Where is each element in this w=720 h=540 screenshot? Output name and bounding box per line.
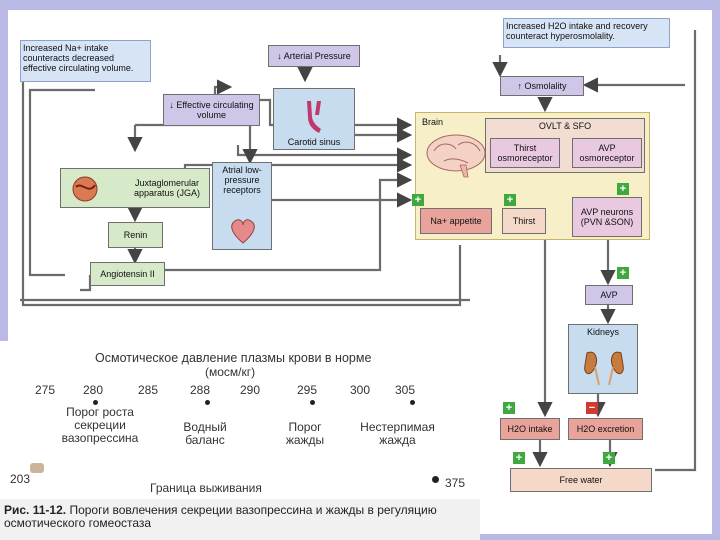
plus-sign: + (617, 183, 629, 195)
tick-label: 285 (138, 383, 159, 397)
carotid-sinus-label: Carotid sinus (287, 137, 341, 147)
renin-box: Renin (108, 222, 163, 248)
figure-caption: Рис. 11-12. Пороги вовлечения секреции в… (4, 504, 474, 530)
plus-sign: + (503, 402, 515, 414)
tick-label: 288 (190, 383, 211, 397)
jga-label: Juxtaglomerular apparatus (JGA) (133, 178, 201, 198)
tick-label: 300 (350, 383, 371, 397)
osmolality-box: ↑ Osmolality (500, 76, 584, 96)
minus-sign: − (586, 402, 598, 414)
survival-min: 203 (10, 472, 31, 486)
marker-dot (93, 400, 98, 405)
label-porog-rosta: Порог роста секреции вазопрессина (61, 405, 139, 445)
marker-dot (310, 400, 315, 405)
plus-sign: + (513, 452, 525, 464)
plus-sign: + (504, 194, 516, 206)
note-na-intake: Increased Na+ intake counteracts decreas… (20, 40, 151, 82)
jga-icon (72, 176, 98, 202)
thirst-osmoreceptor-box: Thirst osmoreceptor (490, 138, 560, 168)
caption-text: Пороги вовлечения секреции вазопрессина … (4, 503, 437, 530)
tick-label: 275 (35, 383, 56, 397)
tick-label: 295 (297, 383, 318, 397)
carotid-sinus-box: Carotid sinus (273, 88, 355, 150)
thirst-box: Thirst (502, 208, 546, 234)
survival-label: Граница выживания (150, 481, 262, 495)
osmolality-table: Осмотическое давление плазмы крови в нор… (0, 341, 480, 540)
kidneys-box: Kidneys (568, 324, 638, 394)
kidneys-icon (584, 351, 624, 386)
label-vodny-balans: Водный баланс (183, 420, 227, 447)
carotid-artery-icon (307, 101, 321, 133)
table-title-line1: Осмотическое давление плазмы крови в нор… (95, 351, 372, 365)
atrial-receptors-label: Atrial low-pressure receptors (222, 165, 262, 195)
marker-dot (205, 400, 210, 405)
na-appetite-box: Na+ appetite (420, 208, 492, 234)
caption-label: Рис. 11-12. (4, 503, 67, 517)
plus-sign: + (412, 194, 424, 206)
heart-icon (231, 219, 255, 244)
tick-label: 280 (83, 383, 104, 397)
tick-label: 290 (240, 383, 261, 397)
brain-icon (426, 134, 486, 178)
tick-label: 305 (395, 383, 416, 397)
atrial-receptors-box: Atrial low-pressure receptors (212, 162, 272, 250)
survival-max: 375 (445, 476, 466, 490)
h2o-excretion-box: H2O excretion (568, 418, 643, 440)
plus-sign: + (603, 452, 615, 464)
avp-neurons-box: AVP neurons (PVN &SON) (572, 197, 642, 237)
note-h2o-intake: Increased H2O intake and recovery counte… (503, 18, 670, 48)
avp-osmoreceptor-box: AVP osmoreceptor (572, 138, 642, 168)
pointer-hand-icon (30, 463, 44, 473)
free-water-box: Free water (510, 468, 652, 492)
arterial-pressure-box: ↓ Arterial Pressure (268, 45, 360, 67)
angiotensin-box: Angiotensin II (90, 262, 165, 286)
label-porog-zhazhdy: Порог жажды (285, 420, 325, 447)
effective-volume-box: ↓ Effective circulating volume (163, 94, 260, 126)
marker-dot (432, 476, 439, 483)
brain-label: Brain (422, 117, 444, 127)
h2o-intake-box: H2O intake (500, 418, 560, 440)
jga-box: Juxtaglomerular apparatus (JGA) (60, 168, 210, 208)
ovlt-sfo-label: OVLT & SFO (538, 121, 592, 131)
plus-sign: + (617, 267, 629, 279)
avp-box: AVP (585, 285, 633, 305)
caption-band (0, 499, 480, 540)
table-title-line2: (мосм/кг) (205, 365, 256, 379)
marker-dot (410, 400, 415, 405)
label-nesterpimaya-zhazhda: Нестерпимая жажда (360, 420, 435, 447)
kidneys-label: Kidneys (586, 327, 620, 337)
